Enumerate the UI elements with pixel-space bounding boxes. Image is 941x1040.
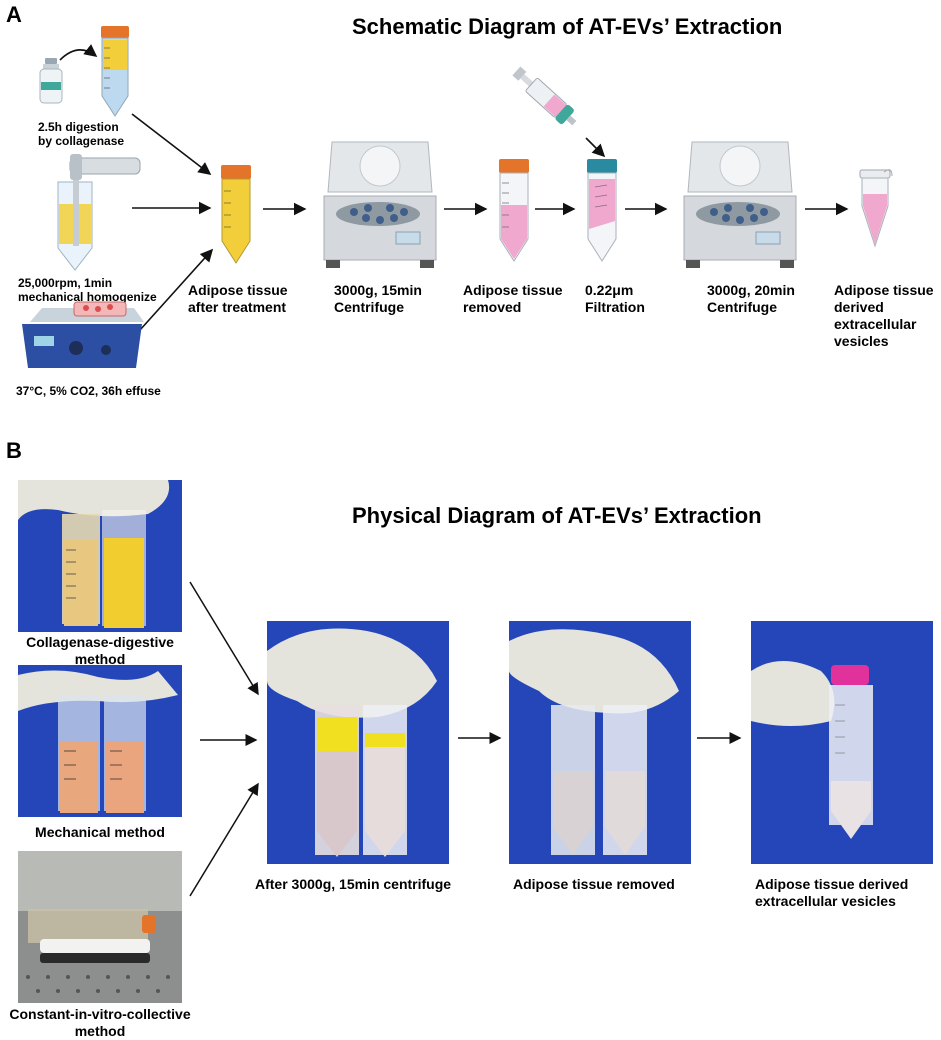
method-label-incubator: Constant-in-vitro-collective method — [9, 1006, 191, 1039]
arrow-from-collagenase — [189, 581, 259, 696]
photo-mechanical — [18, 665, 182, 817]
step-label-4: 0.22μm Filtration — [585, 282, 645, 315]
arrow-syringe-to-tube — [585, 137, 606, 158]
input-label-homogenize: 25,000rpm, 1min mechanical homogenize — [18, 276, 157, 304]
panel-b-arrows — [189, 581, 742, 897]
panel-a-letter: A — [6, 2, 22, 27]
centrifuge-2-icon — [683, 141, 797, 268]
method-label-collagenase: Collagenase-digestive method — [26, 634, 174, 667]
method-label-mechanical: Mechanical method — [35, 824, 165, 840]
centrifuge-icon — [323, 141, 437, 268]
step-label-6: Adipose tissue derived extracellular ves… — [834, 282, 934, 349]
arrow-vial-to-tube — [59, 44, 98, 61]
digestion-tube-icon — [101, 26, 129, 117]
result-label-3: Adipose tissue derived extracellular ves… — [755, 876, 909, 909]
step-label-5: 3000g, 20min Centrifuge — [707, 282, 795, 315]
photo-tissue-removed — [509, 621, 691, 864]
photo-evs — [751, 621, 933, 864]
syringe-filter-icon — [512, 66, 577, 126]
filtration-tube-icon — [587, 159, 617, 262]
step-label-3: Adipose tissue removed — [463, 282, 563, 315]
treated-tube-icon — [221, 165, 251, 264]
arrow-from-incubator — [189, 782, 259, 897]
shaker-icon — [22, 301, 144, 368]
panel-a-arrows — [59, 44, 849, 331]
photo-after-centrifuge — [267, 621, 449, 864]
input-label-effuse: 37°C, 5% CO2, 36h effuse — [16, 384, 161, 398]
arrow-digestion — [131, 113, 212, 175]
photo-collagenase — [18, 480, 182, 632]
homogenizer-icon — [57, 154, 141, 271]
result-label-2: Adipose tissue removed — [513, 876, 675, 892]
ev-microtube-icon — [859, 169, 893, 248]
collagenase-vial-icon — [39, 58, 63, 104]
input-label-digestion: 2.5h digestion by collagenase — [38, 120, 125, 148]
step-label-1: Adipose tissue after treatment — [188, 282, 288, 315]
panel-b-letter: B — [6, 438, 22, 463]
photo-incubator — [18, 851, 182, 1003]
step-label-2: 3000g, 15min Centrifuge — [334, 282, 422, 315]
panel-b-title: Physical Diagram of AT-EVs’ Extraction — [352, 503, 762, 528]
result-label-1: After 3000g, 15min centrifuge — [255, 876, 452, 892]
panel-a-title: Schematic Diagram of AT-EVs’ Extraction — [352, 14, 783, 39]
arrow-effuse — [139, 248, 214, 331]
removed-tube-icon — [499, 159, 529, 262]
